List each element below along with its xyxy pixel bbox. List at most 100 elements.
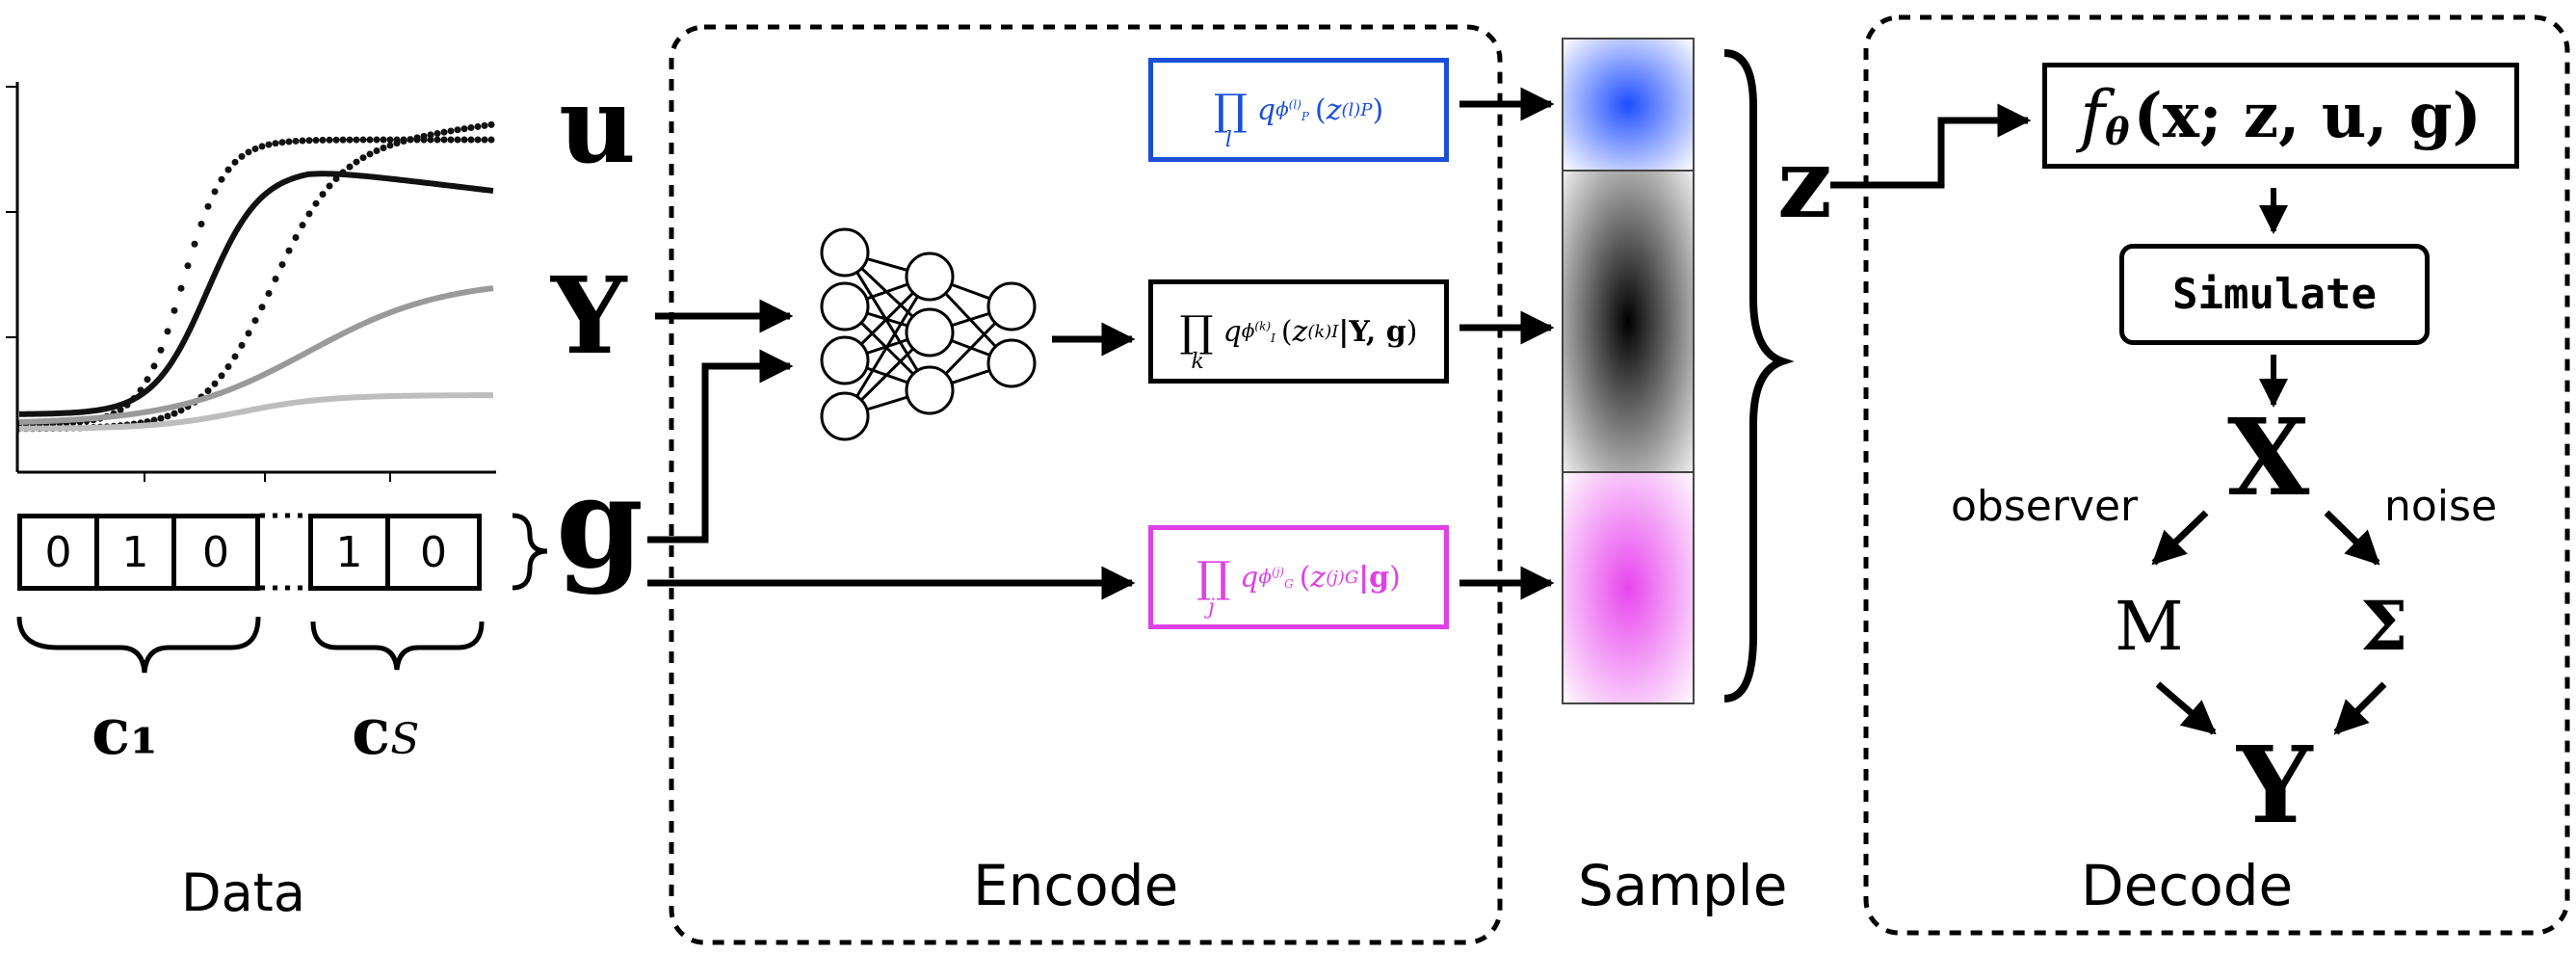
time-series-curves	[15, 120, 495, 433]
population-latent-sample	[1562, 38, 1695, 172]
curve-point	[305, 137, 313, 145]
curve-point	[481, 136, 488, 144]
curve-point	[312, 137, 320, 145]
nn-node	[820, 227, 870, 278]
curve-point	[245, 148, 252, 156]
curve-line	[18, 285, 494, 425]
cS-bit-0: 1	[308, 514, 390, 591]
curve-point	[184, 262, 192, 270]
cS-label: cS	[352, 694, 420, 769]
curve-point	[386, 136, 394, 144]
curve-point	[373, 136, 381, 144]
nn-node	[905, 365, 955, 415]
simulate-button[interactable]: Simulate	[2119, 244, 2430, 345]
nn-node	[820, 391, 870, 441]
curve-point	[420, 132, 428, 140]
curve-point	[332, 175, 340, 183]
nn-node	[820, 281, 870, 331]
curve-point	[231, 158, 239, 166]
group-latent-sample	[1562, 471, 1695, 704]
curve-point	[164, 328, 171, 335]
curve-point	[474, 136, 482, 144]
M-to-Y-arrow	[2155, 681, 2217, 735]
cS-brace	[310, 621, 485, 671]
curve-point	[332, 136, 340, 144]
noise-label: noise	[2384, 482, 2498, 531]
curve-point	[272, 276, 279, 283]
X-variable: X	[2227, 395, 2310, 519]
data-plot	[6, 82, 496, 482]
curve-point	[447, 127, 455, 135]
X-to-Sigma-arrow	[2324, 510, 2380, 566]
Sigma-to-Y-arrow	[2333, 681, 2387, 735]
curve-point	[386, 142, 394, 149]
curve-point	[292, 233, 300, 241]
curve-point	[224, 166, 232, 173]
c1-bit-0: 0	[17, 514, 99, 591]
curve-point	[218, 175, 225, 183]
curve-point	[265, 141, 273, 148]
curve-point	[238, 152, 246, 160]
curve-point	[447, 136, 455, 144]
curve-point	[278, 139, 286, 146]
M-variable: M	[2115, 587, 2184, 666]
curve-point	[177, 284, 185, 292]
curve-point	[238, 341, 246, 349]
curve-point	[460, 125, 468, 133]
curve-point	[164, 412, 171, 420]
encode-section-label: Encode	[973, 853, 1179, 918]
curve-point	[454, 126, 461, 134]
curve-point	[366, 150, 374, 158]
curve-point	[434, 129, 441, 137]
data-section-label: Data	[181, 862, 305, 923]
decode-box	[1863, 14, 2570, 936]
curve-point	[191, 240, 198, 248]
z-to-decoder-arrow	[1830, 103, 2032, 189]
curve-point	[231, 353, 239, 360]
curve-point	[380, 136, 387, 144]
curve-point	[218, 372, 225, 380]
encode-box	[669, 24, 1503, 945]
simulate-label: Simulate	[2172, 270, 2377, 319]
curve-point	[440, 136, 448, 144]
curve-point	[265, 290, 273, 298]
curve-point	[474, 122, 482, 130]
curve-point	[380, 145, 387, 152]
curve-point	[197, 220, 205, 227]
curve-point	[400, 138, 407, 146]
curve-point	[326, 136, 333, 144]
Y-output-variable: Y	[2237, 723, 2313, 847]
curve-point	[157, 414, 165, 422]
neural-network-icon	[820, 227, 1037, 441]
curve-point	[346, 163, 354, 171]
curve-point	[393, 140, 401, 147]
curve-point	[460, 136, 468, 144]
individual-latent-sample	[1562, 170, 1695, 473]
curve-point	[373, 146, 381, 154]
curve-point	[177, 407, 185, 414]
observer-label: observer	[1951, 482, 2139, 531]
nn-node	[905, 252, 955, 302]
curve-point	[481, 121, 488, 129]
nn-node	[820, 335, 870, 385]
curve-point	[467, 124, 475, 132]
sample-section-label: Sample	[1578, 853, 1788, 918]
Sigma-variable: Σ	[2360, 586, 2408, 666]
curve-point	[359, 154, 367, 162]
curve-point	[407, 136, 414, 144]
nn-node	[986, 281, 1037, 331]
curve-point	[272, 140, 279, 147]
curve-point	[204, 387, 212, 395]
curve-point	[285, 138, 293, 146]
curve-point	[171, 410, 178, 417]
cS-bit-1: 0	[385, 514, 482, 591]
curve-point	[258, 143, 266, 150]
curve-point	[251, 317, 259, 325]
curve-point	[454, 136, 461, 144]
curve-point	[157, 346, 165, 354]
curve-point	[346, 136, 354, 144]
